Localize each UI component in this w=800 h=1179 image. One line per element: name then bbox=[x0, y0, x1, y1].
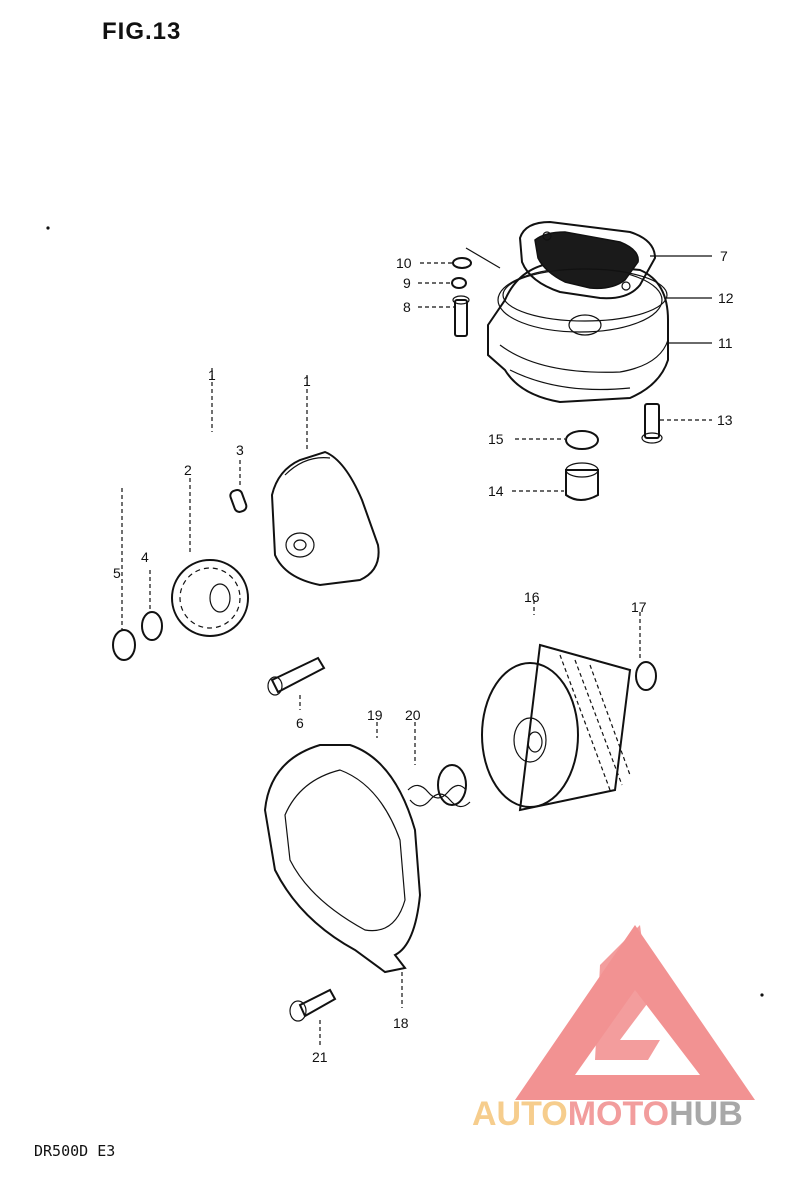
callout-11: 11 bbox=[718, 335, 733, 351]
pump-body-top-edge bbox=[284, 457, 331, 476]
screw-6-head bbox=[267, 676, 283, 696]
oil-filter-element bbox=[481, 643, 657, 812]
callout-5: 5 bbox=[113, 565, 121, 581]
callout-3: 3 bbox=[236, 442, 244, 458]
callout-18: 18 bbox=[393, 1015, 409, 1031]
watermark-logo-icon bbox=[515, 925, 755, 1100]
washer-9 bbox=[451, 277, 467, 289]
callout-1a: 1 bbox=[208, 367, 216, 383]
callout-4: 4 bbox=[141, 549, 149, 565]
callout-15: 15 bbox=[488, 431, 504, 447]
filter-element-face bbox=[481, 662, 579, 808]
filter-cover-assembly bbox=[263, 744, 471, 1022]
filter-pleats bbox=[559, 654, 631, 791]
callout-13: 13 bbox=[717, 412, 733, 428]
pump-gear-hub bbox=[209, 583, 231, 613]
pump-gear bbox=[171, 559, 249, 637]
washer-guide-line bbox=[465, 247, 501, 269]
filter-cover bbox=[263, 744, 422, 974]
callout-14: 14 bbox=[488, 483, 504, 499]
filter-cap-assembly bbox=[451, 220, 669, 501]
screw-6 bbox=[270, 656, 326, 694]
drain-plug-14 bbox=[565, 469, 599, 501]
filter-element-hole bbox=[527, 731, 543, 753]
automotohub-watermark: AUTOMOTOHUB bbox=[472, 925, 755, 1133]
washer-10 bbox=[452, 257, 472, 269]
callout-2: 2 bbox=[184, 462, 192, 478]
figure-title: FIG.13 bbox=[102, 18, 182, 45]
model-label: DR500D E3 bbox=[34, 1142, 116, 1160]
bolt-21-head bbox=[289, 1000, 307, 1022]
callout-7: 7 bbox=[720, 248, 728, 264]
pump-gear-teeth bbox=[179, 567, 241, 629]
cap-gasket-fill bbox=[534, 231, 639, 290]
oil-pump-assembly bbox=[112, 450, 380, 696]
callout-20: 20 bbox=[405, 707, 421, 723]
watermark-text-moto: MOTO bbox=[568, 1095, 669, 1133]
watermark-text: AUTOMOTOHUB bbox=[472, 1095, 743, 1133]
callout-8: 8 bbox=[403, 299, 411, 315]
bolt-8 bbox=[454, 299, 468, 337]
gasket-hole-left bbox=[542, 231, 552, 241]
seal-20 bbox=[437, 764, 467, 806]
washer-15 bbox=[565, 430, 599, 450]
watermark-logo-inner bbox=[595, 925, 660, 1060]
pump-shaft-bore bbox=[285, 532, 315, 558]
bolt-13 bbox=[644, 403, 660, 439]
bolt-13-head bbox=[641, 432, 663, 444]
bolt-8-head bbox=[452, 295, 470, 305]
leader-lines bbox=[121, 255, 712, 1045]
callout-numbers: 10 9 8 7 12 11 13 15 14 1 1 3 2 4 5 6 16… bbox=[113, 248, 734, 1065]
callout-16: 16 bbox=[524, 589, 540, 605]
callout-10: 10 bbox=[396, 255, 412, 271]
circlip-5 bbox=[112, 629, 136, 661]
callout-12: 12 bbox=[718, 290, 734, 306]
filter-element-center bbox=[513, 717, 547, 763]
callout-9: 9 bbox=[403, 275, 411, 291]
drain-plug-14-top bbox=[565, 462, 599, 478]
gasket-hole-right bbox=[621, 281, 631, 291]
o-ring-17 bbox=[635, 661, 657, 691]
washer-4 bbox=[141, 611, 163, 641]
callout-19: 19 bbox=[367, 707, 383, 723]
watermark-text-auto: AUTO bbox=[472, 1095, 568, 1133]
cap-gasket bbox=[518, 220, 657, 300]
o-ring-12 bbox=[502, 268, 668, 322]
pin-3 bbox=[229, 488, 248, 513]
watermark-text-hub: HUB bbox=[669, 1095, 743, 1133]
callout-17: 17 bbox=[631, 599, 647, 615]
filter-cap-boss bbox=[568, 314, 602, 336]
filter-cover-inner bbox=[284, 769, 406, 932]
stray-mark bbox=[760, 993, 764, 997]
filter-element-side bbox=[518, 643, 632, 812]
filter-cap-lower-edge bbox=[499, 339, 669, 373]
spring-19 bbox=[407, 784, 467, 799]
bolt-21 bbox=[298, 988, 337, 1018]
callout-21: 21 bbox=[312, 1049, 328, 1065]
stray-mark bbox=[46, 226, 50, 230]
oil-pump-body bbox=[270, 450, 380, 587]
callout-6: 6 bbox=[296, 715, 304, 731]
pump-shaft bbox=[293, 539, 307, 551]
callout-1b: 1 bbox=[303, 373, 311, 389]
filter-cap-base-line bbox=[509, 369, 631, 391]
